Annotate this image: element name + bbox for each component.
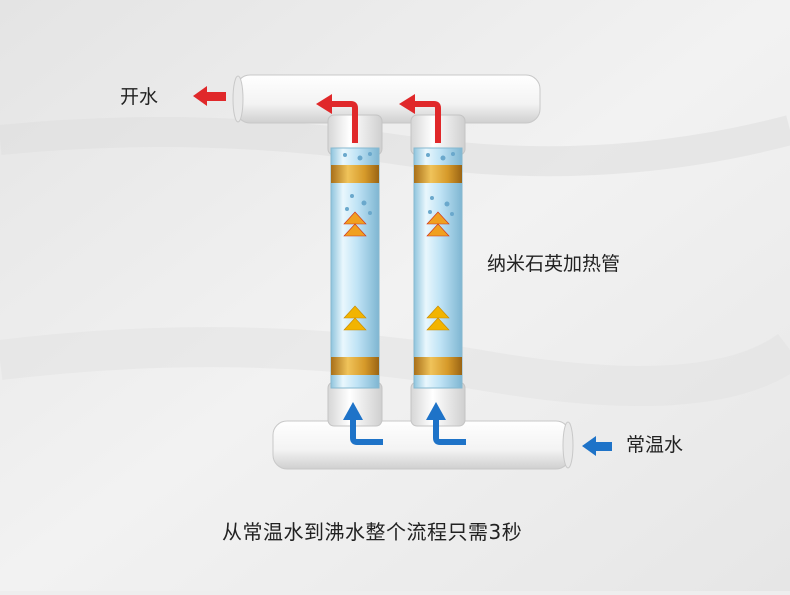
- cold-water-flow-arrow: [343, 402, 383, 445]
- heater-tube-left: [327, 114, 383, 427]
- diagram-caption: 从常温水到沸水整个流程只需3秒: [222, 520, 523, 544]
- cold-water-flow-arrow: [426, 402, 466, 445]
- room-temp-water-inlet-arrow: [582, 436, 612, 456]
- heater-tube-right: [410, 114, 466, 427]
- flow-up-arrow: [343, 305, 367, 331]
- flow-up-arrow: [426, 211, 450, 237]
- heater-band: [331, 165, 379, 183]
- room-temp-water-pipe: [272, 420, 574, 470]
- flow-up-arrow: [426, 305, 450, 331]
- hot-water-flow-arrow: [316, 94, 358, 143]
- hot-water-flow-arrow: [399, 94, 441, 143]
- room-temp-water-label: 常温水: [626, 434, 684, 456]
- heater-band: [331, 357, 379, 375]
- flow-up-arrow: [343, 211, 367, 237]
- heater-band: [414, 165, 462, 183]
- hot-water-pipe: [232, 74, 541, 124]
- heater-tube-label: 纳米石英加热管: [487, 253, 621, 275]
- hot-water-label: 开水: [120, 86, 159, 108]
- heater-band: [414, 357, 462, 375]
- hot-water-outlet-arrow: [193, 86, 226, 106]
